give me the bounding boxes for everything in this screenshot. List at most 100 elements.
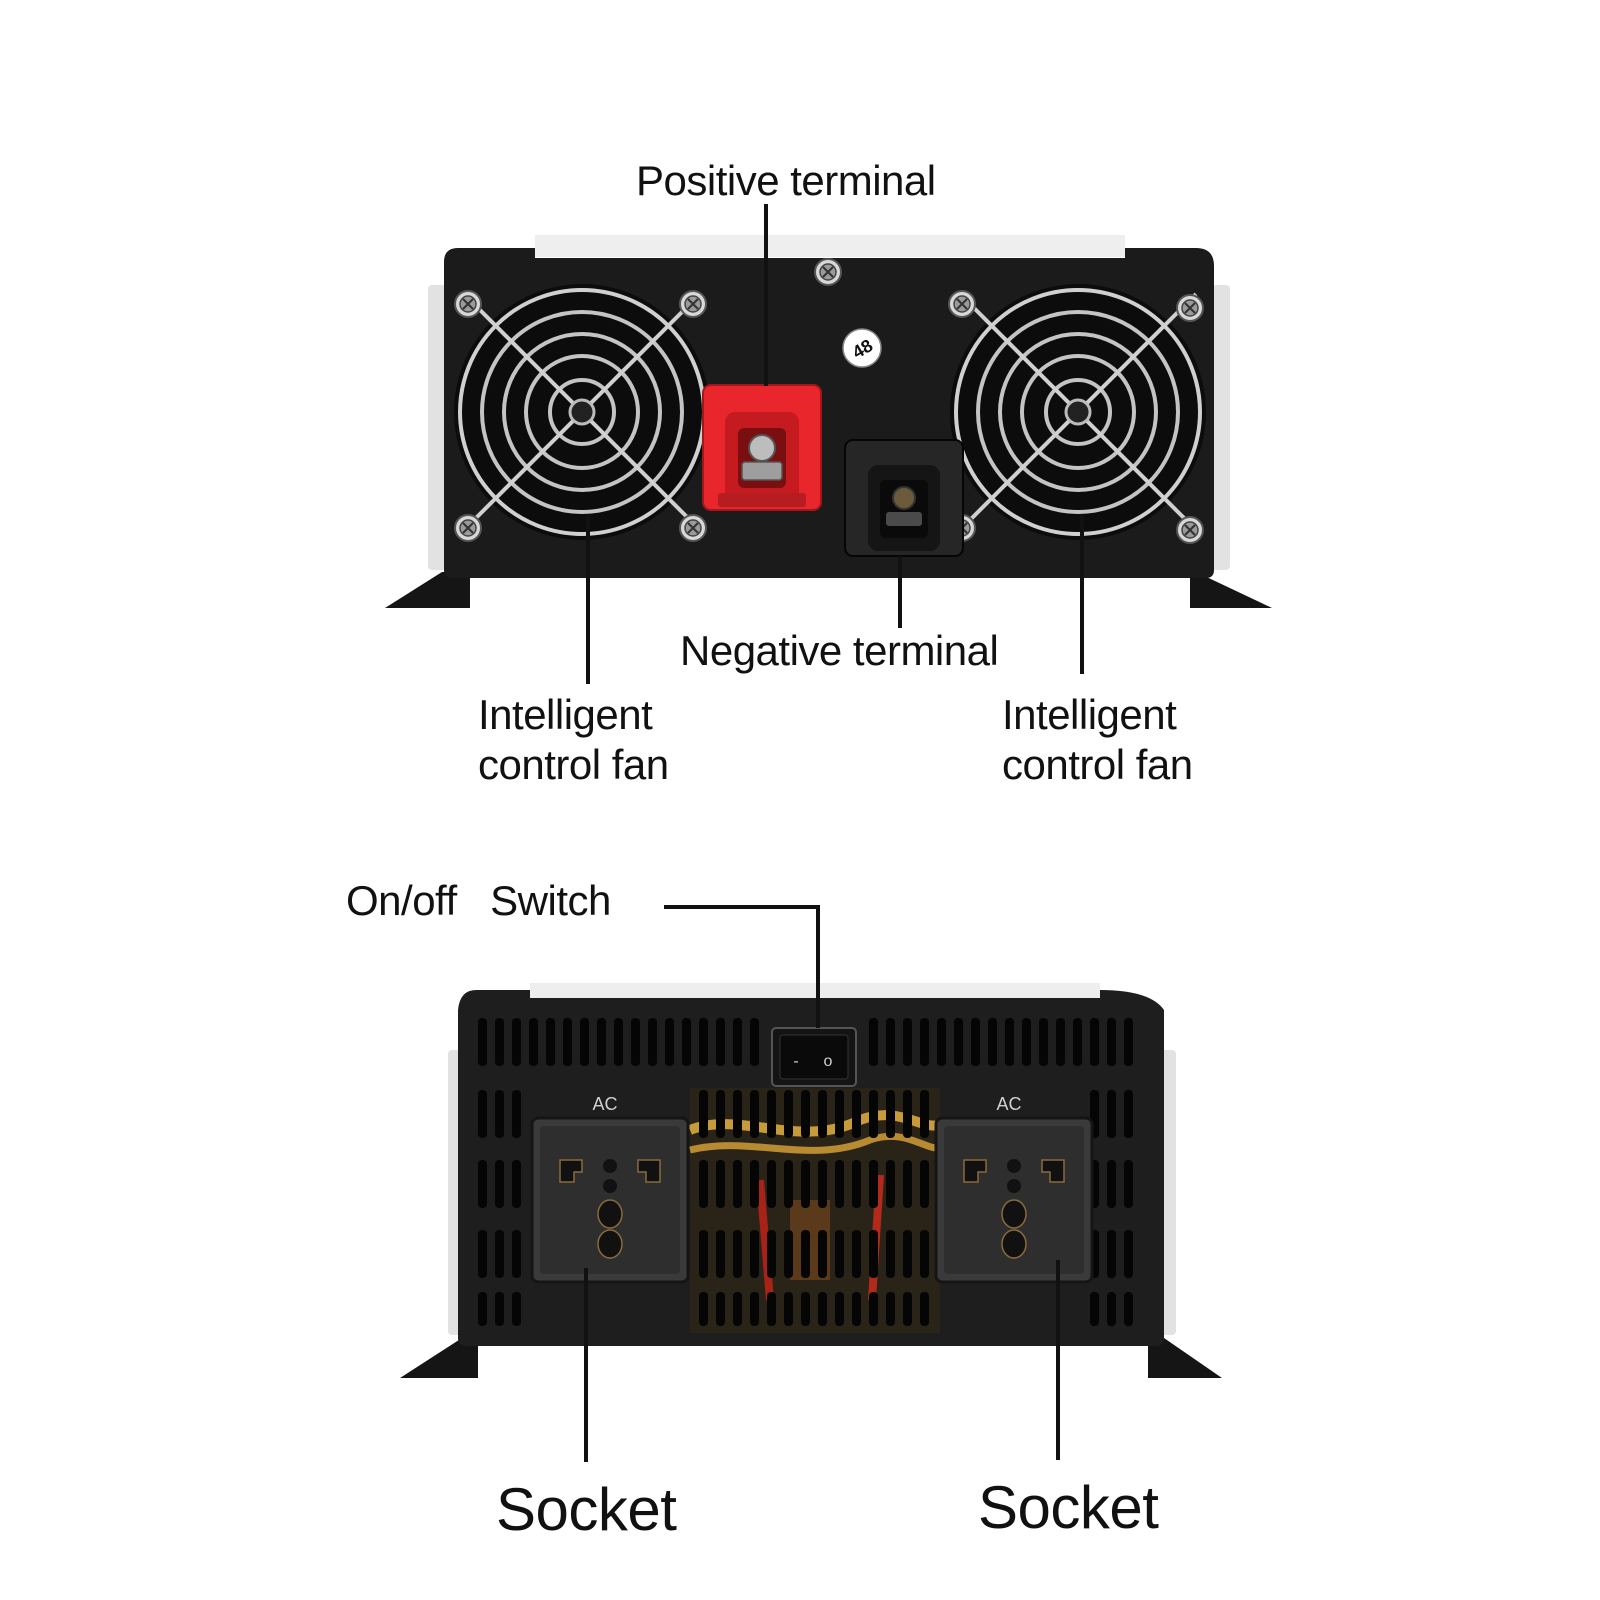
vent-slot	[648, 1018, 657, 1066]
dc-side-panel: 48	[385, 235, 1272, 608]
vent-slot	[767, 1230, 776, 1278]
vent-slot	[937, 1018, 946, 1066]
vent-slot	[699, 1160, 708, 1208]
fan-screw-icon	[679, 514, 707, 542]
vent-slot	[1107, 1292, 1116, 1326]
vent-slot	[886, 1292, 895, 1326]
vent-slot	[733, 1018, 742, 1066]
left-socket-ac-tag: AC	[592, 1094, 617, 1114]
vent-slot	[733, 1292, 742, 1326]
vent-slot	[631, 1018, 640, 1066]
left-side-edge	[428, 285, 446, 570]
vent-slot	[903, 1090, 912, 1138]
fan-screw-icon	[1176, 294, 1204, 322]
vent-slot	[903, 1018, 912, 1066]
right-fan-label-line2: control fan	[1002, 741, 1193, 788]
vent-slot	[818, 1090, 827, 1138]
vent-slot	[716, 1018, 725, 1066]
vent-slot	[1124, 1230, 1133, 1278]
vent-slot	[1124, 1292, 1133, 1326]
positive-terminal-icon	[702, 384, 822, 511]
ventilation-slots	[478, 1018, 1133, 1326]
vent-slot	[784, 1230, 793, 1278]
vent-slot	[478, 1018, 487, 1066]
vent-slot	[512, 1230, 521, 1278]
fan-screw-icon	[679, 290, 707, 318]
left-ac-socket-icon	[530, 1116, 690, 1284]
vent-slot	[920, 1090, 929, 1138]
vent-slot	[699, 1230, 708, 1278]
vent-slot	[801, 1160, 810, 1208]
vent-slot	[1107, 1090, 1116, 1138]
vent-slot	[750, 1018, 759, 1066]
vent-slot	[920, 1230, 929, 1278]
positive-terminal-label: Positive terminal	[636, 157, 936, 204]
vent-slot	[818, 1160, 827, 1208]
vent-slot	[1107, 1230, 1116, 1278]
vent-slot	[801, 1292, 810, 1326]
vent-slot	[903, 1160, 912, 1208]
vent-slot	[716, 1230, 725, 1278]
left-mounting-foot	[385, 572, 470, 608]
vent-slot	[750, 1160, 759, 1208]
vent-slot	[784, 1160, 793, 1208]
vent-slot	[767, 1160, 776, 1208]
vent-slot	[716, 1090, 725, 1138]
vent-slot	[886, 1160, 895, 1208]
vent-slot	[529, 1018, 538, 1066]
vent-slot	[750, 1230, 759, 1278]
right-fan-icon	[948, 282, 1208, 542]
vent-slot	[886, 1090, 895, 1138]
vent-slot	[835, 1292, 844, 1326]
left-mounting-foot	[400, 1338, 478, 1378]
vent-slot	[869, 1230, 878, 1278]
vent-slot	[1124, 1090, 1133, 1138]
vent-slot	[869, 1018, 878, 1066]
vent-slot	[920, 1018, 929, 1066]
vent-slot	[478, 1090, 487, 1138]
vent-slot	[954, 1018, 963, 1066]
vent-slot	[716, 1292, 725, 1326]
fan-screw-icon	[1176, 516, 1204, 544]
switch-leader-line	[664, 905, 820, 1028]
internal-components	[688, 1088, 942, 1333]
vent-slot	[784, 1292, 793, 1326]
vent-slot	[495, 1018, 504, 1066]
vent-slot	[1124, 1160, 1133, 1208]
negative-terminal-icon	[844, 439, 964, 557]
vent-slot	[852, 1292, 861, 1326]
vent-slot	[478, 1160, 487, 1208]
vent-slot	[563, 1018, 572, 1066]
switch-off-symbol: o	[824, 1053, 833, 1070]
vent-slot	[512, 1292, 521, 1326]
vent-slot	[852, 1160, 861, 1208]
fan-screw-icon	[454, 290, 482, 318]
vent-slot	[733, 1230, 742, 1278]
vent-slot	[478, 1230, 487, 1278]
vent-slot	[546, 1018, 555, 1066]
vent-slot	[733, 1160, 742, 1208]
voltage-badge: 48	[842, 328, 882, 368]
on-off-switch-button[interactable]: - o	[771, 1027, 857, 1087]
vent-slot	[495, 1090, 504, 1138]
top-notch-screw-icon	[814, 258, 842, 286]
vent-slot	[869, 1160, 878, 1208]
vent-slot	[716, 1160, 725, 1208]
vent-slot	[852, 1230, 861, 1278]
vent-slot	[1022, 1018, 1031, 1066]
right-mounting-foot	[1190, 572, 1272, 608]
vent-slot	[495, 1160, 504, 1208]
vent-slot	[1090, 1292, 1099, 1326]
vent-slot	[886, 1018, 895, 1066]
switch-on-symbol: -	[793, 1053, 798, 1070]
vent-slot	[971, 1018, 980, 1066]
vent-slot	[699, 1090, 708, 1138]
vent-slot	[801, 1230, 810, 1278]
vent-slot	[580, 1018, 589, 1066]
left-fan-icon	[452, 282, 712, 542]
vent-slot	[835, 1230, 844, 1278]
vent-slot	[784, 1090, 793, 1138]
vent-slot	[699, 1292, 708, 1326]
top-silver-strip	[535, 235, 1125, 257]
